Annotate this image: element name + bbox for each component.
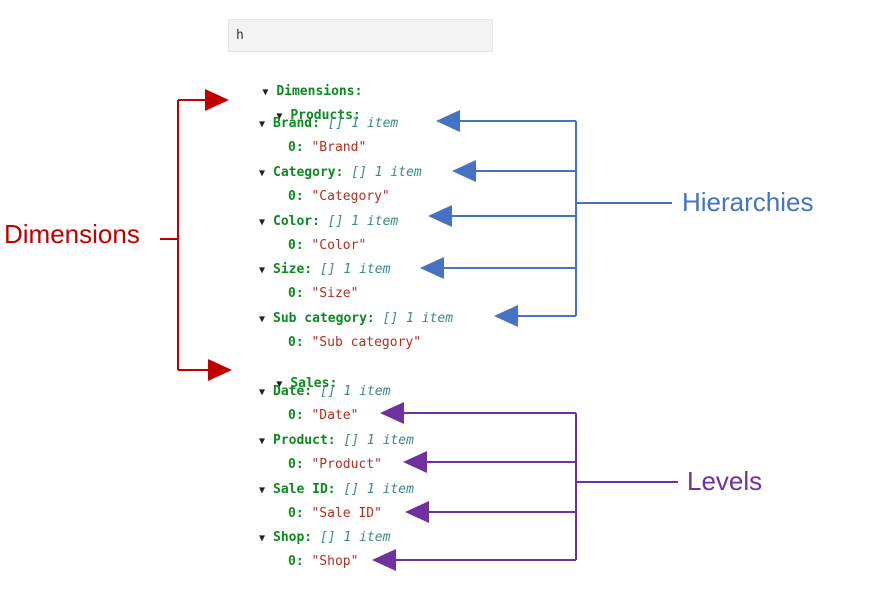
tree-key: Sub category:: [273, 311, 375, 326]
tree-value: "Date": [311, 408, 359, 423]
tree-node-products[interactable]: ▼ Products:: [245, 92, 360, 123]
tree-value: "Shop": [311, 554, 359, 570]
hierarchies-arrowhead: [436, 110, 460, 132]
tree-meta: [] 1 item: [319, 530, 391, 546]
tree-index: 0:: [288, 505, 304, 521]
dimensions-arrowhead-products: [205, 89, 229, 111]
triangle-down-icon[interactable]: ▼: [259, 387, 266, 398]
tree-leaf-sales-item[interactable]: 0: "Date": [288, 408, 358, 424]
tree-node-sales-item[interactable]: ▼ Product: [] 1 item: [259, 433, 414, 449]
tree-index: 0:: [288, 286, 304, 302]
search-input-value: h: [236, 28, 244, 43]
dimensions-arrowhead-sales: [208, 359, 232, 381]
tree-value: "Sale ID": [311, 505, 382, 521]
tree-leaf-products-item[interactable]: 0: "Size": [288, 286, 358, 302]
tree-leaf-products-item[interactable]: 0: "Sub category": [288, 335, 421, 351]
levels-arrowhead: [380, 402, 404, 424]
tree-node-sales[interactable]: ▼ Sales:: [245, 360, 337, 391]
triangle-down-icon[interactable]: ▼: [259, 435, 266, 447]
triangle-down-icon[interactable]: ▼: [276, 111, 283, 122]
hierarchies-arrowhead: [420, 257, 444, 279]
triangle-down-icon[interactable]: ▼: [259, 265, 266, 277]
hierarchies-arrowhead: [452, 160, 476, 182]
tree-node-sales-item[interactable]: ▼ Shop: [] 1 item: [259, 530, 390, 546]
tree-key: Size:: [273, 262, 313, 278]
hierarchies-arrowhead: [494, 305, 518, 327]
tree-leaf-products-item[interactable]: 0: "Category": [288, 189, 390, 205]
triangle-down-icon[interactable]: ▼: [259, 484, 266, 496]
tree-key: Products:: [290, 108, 361, 123]
tree-key: Shop:: [273, 530, 313, 546]
tree-leaf-sales-item[interactable]: 0: "Shop": [288, 554, 358, 570]
tree-leaf-sales-item[interactable]: 0: "Sale ID": [288, 506, 382, 522]
triangle-down-icon[interactable]: ▼: [276, 379, 283, 390]
dimensions-callout-label: Dimensions: [4, 219, 140, 249]
tree-node-dimensions[interactable]: ▼ Dimensions:: [231, 68, 362, 99]
tree-index: 0:: [288, 237, 304, 253]
tree-meta: [] 1 item: [351, 164, 422, 180]
tree-node-products-item[interactable]: ▼ Sub category: [] 1 item: [259, 311, 453, 327]
tree-key: Color:: [273, 213, 320, 229]
tree-node-products-item[interactable]: ▼ Category: [] 1 item: [259, 165, 422, 181]
tree-key: Sale ID:: [273, 481, 336, 497]
levels-callout-label: Levels: [687, 466, 763, 496]
tree-key: Sales:: [290, 376, 338, 391]
tree-leaf-products-item[interactable]: 0: "Brand": [288, 140, 366, 156]
tree-value: "Color": [311, 237, 367, 253]
tree-meta: [] 1 item: [327, 213, 399, 229]
levels-arrowhead: [372, 549, 396, 571]
tree-meta: [] 1 item: [319, 262, 391, 278]
tree-meta: [] 1 item: [327, 116, 399, 131]
tree-value: "Size": [311, 286, 359, 302]
tree-value: "Sub category": [311, 335, 422, 350]
tree-index: 0:: [288, 140, 304, 155]
tree-node-products-item[interactable]: ▼ Color: [] 1 item: [259, 214, 398, 230]
tree-meta: [] 1 item: [382, 311, 454, 326]
tree-node-sales-item[interactable]: ▼ Sale ID: [] 1 item: [259, 482, 414, 498]
triangle-down-icon[interactable]: ▼: [259, 533, 266, 545]
hierarchies-arrowhead: [428, 205, 452, 227]
tree-key: Brand:: [273, 116, 320, 131]
tree-index: 0:: [288, 456, 304, 472]
levels-bracket: [372, 402, 678, 571]
tree-index: 0:: [288, 188, 304, 204]
tree-key: Product:: [273, 432, 336, 448]
tree-index: 0:: [288, 408, 304, 423]
triangle-down-icon[interactable]: ▼: [259, 216, 266, 228]
tree-leaf-sales-item[interactable]: 0: "Product": [288, 457, 382, 473]
triangle-down-icon[interactable]: ▼: [259, 314, 266, 325]
tree-value: "Category": [311, 188, 390, 204]
tree-index: 0:: [288, 554, 304, 570]
tree-key: Dimensions:: [276, 84, 363, 99]
tree-meta: [] 1 item: [343, 481, 414, 497]
dimensions-bracket: [160, 89, 232, 381]
tree-key: Date:: [273, 384, 313, 399]
tree-index: 0:: [288, 335, 304, 350]
tree-key: Category:: [273, 164, 344, 180]
tree-value: "Brand": [311, 140, 367, 155]
search-input[interactable]: h: [228, 19, 493, 52]
tree-node-products-item[interactable]: ▼ Size: [] 1 item: [259, 262, 390, 278]
tree-meta: [] 1 item: [343, 432, 414, 448]
tree-meta: [] 1 item: [319, 384, 391, 399]
hierarchies-bracket: [420, 110, 672, 327]
levels-arrowhead: [403, 451, 427, 473]
tree-leaf-products-item[interactable]: 0: "Color": [288, 238, 366, 254]
tree-value: "Product": [311, 456, 382, 472]
triangle-down-icon[interactable]: ▼: [259, 119, 266, 130]
triangle-down-icon[interactable]: ▼: [262, 87, 269, 98]
triangle-down-icon[interactable]: ▼: [259, 167, 266, 179]
tree-node-products-item[interactable]: ▼ Brand: [] 1 item: [259, 116, 398, 132]
tree-node-sales-item[interactable]: ▼ Date: [] 1 item: [259, 384, 390, 400]
hierarchies-callout-label: Hierarchies: [682, 187, 814, 217]
levels-arrowhead: [405, 501, 429, 523]
